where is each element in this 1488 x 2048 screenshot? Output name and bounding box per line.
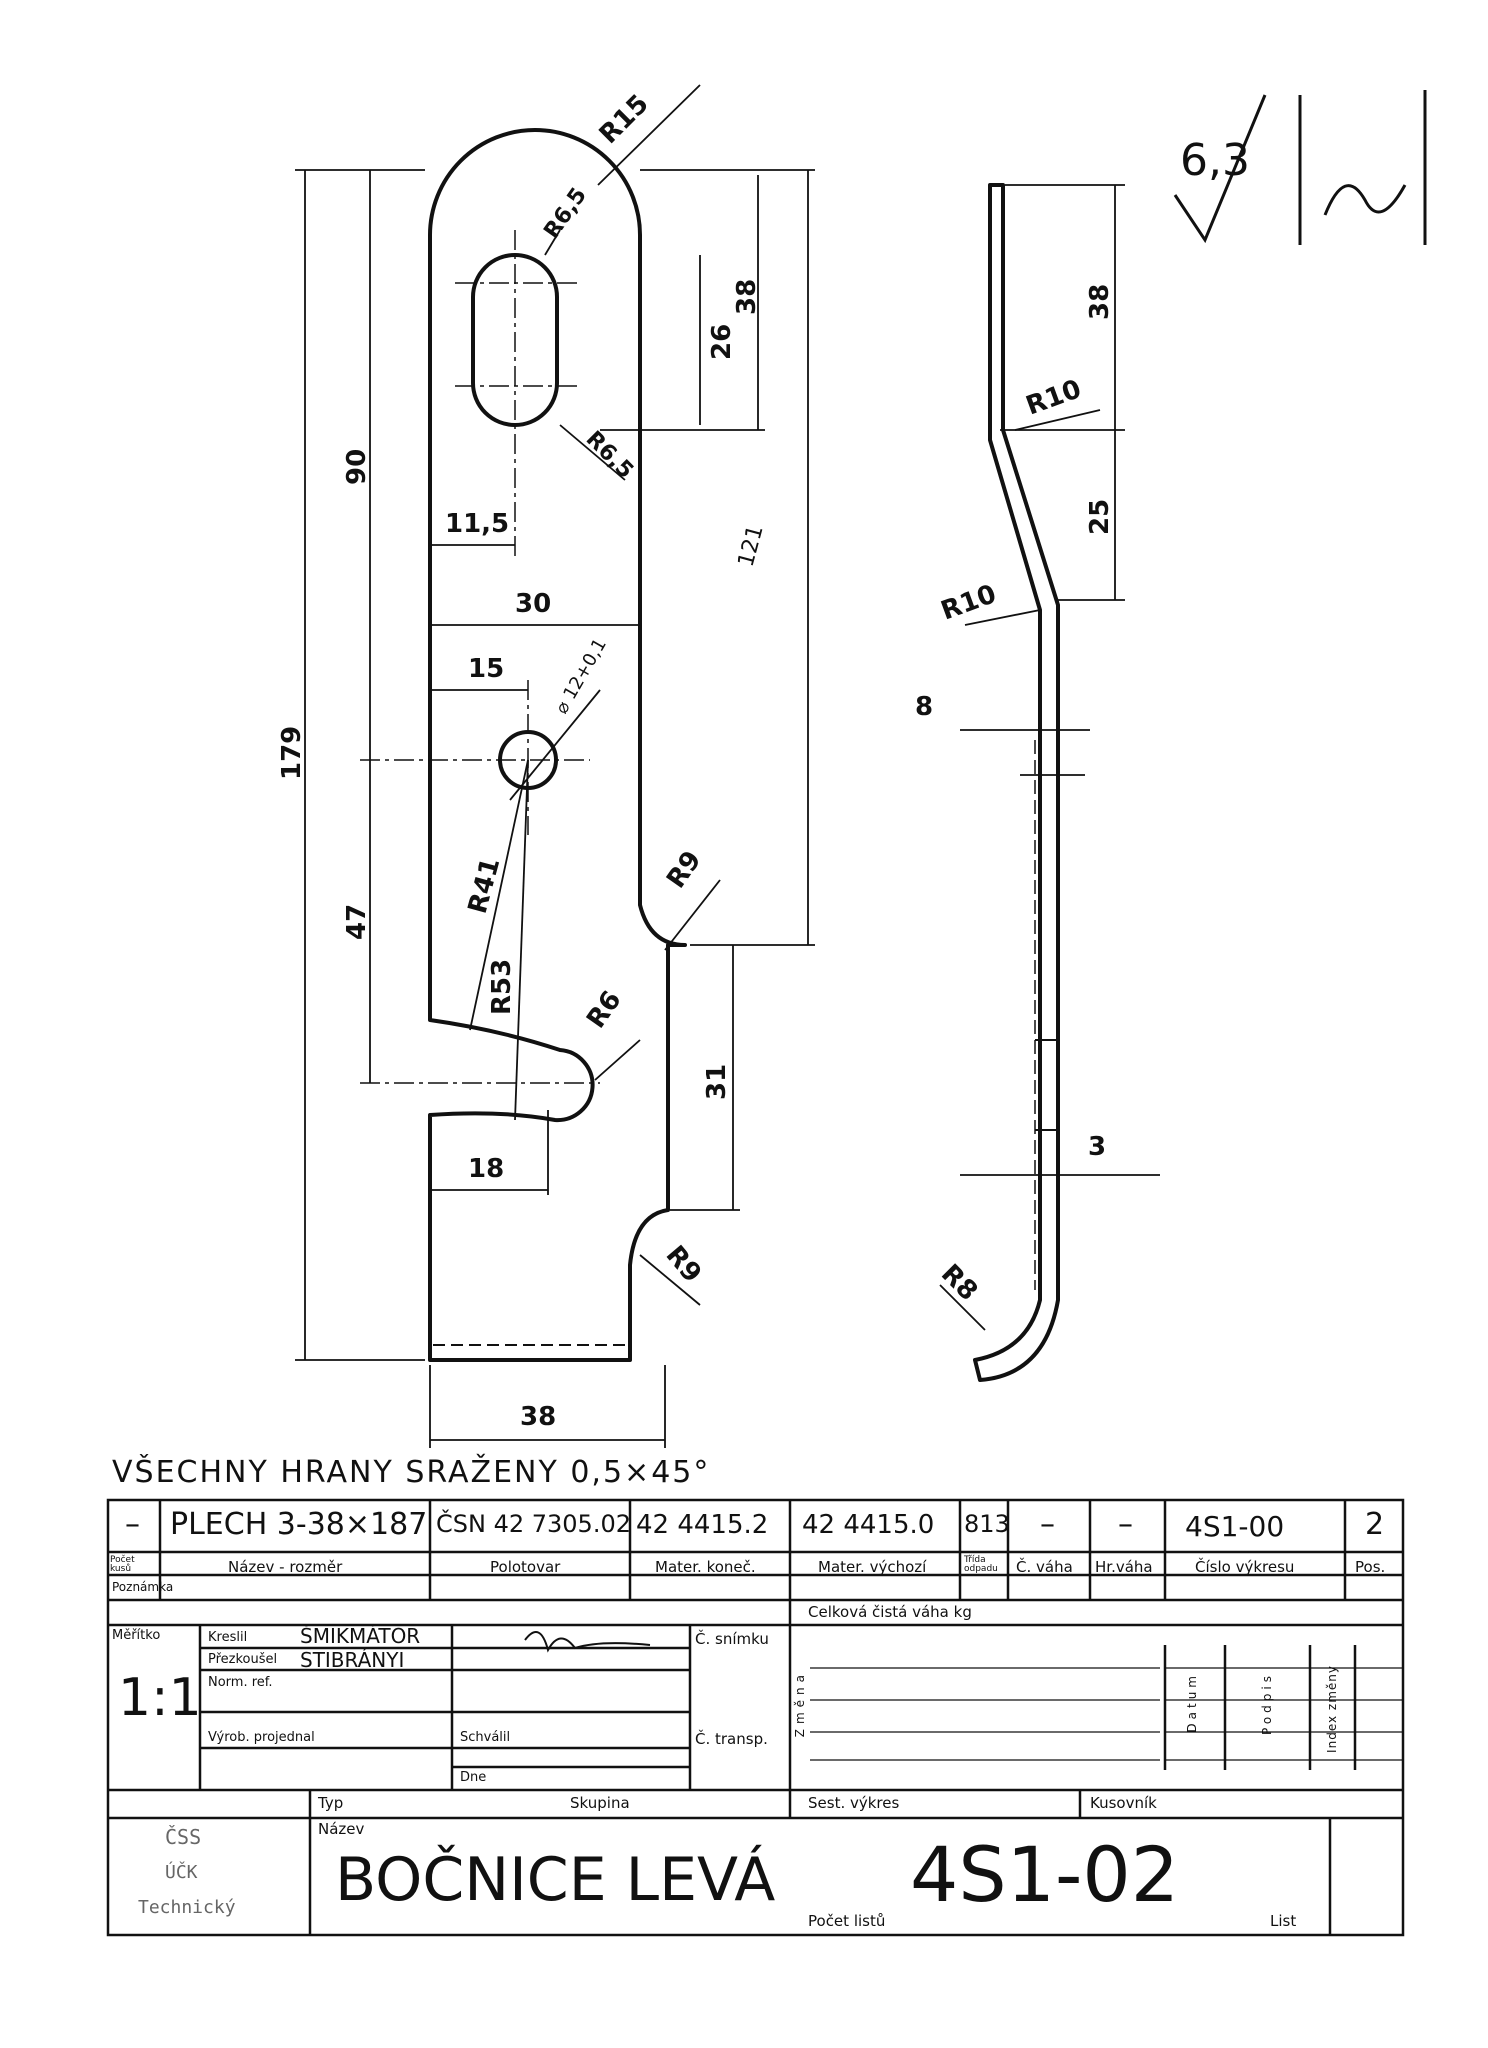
signature: [524, 1631, 651, 1653]
label-change: Změna: [793, 1670, 807, 1738]
name-size: PLECH 3-38×187: [170, 1507, 428, 1542]
dim-31: 31: [702, 1064, 732, 1100]
label-class: Třída odpadu: [964, 1555, 998, 1574]
drawing-number: 4S1-00: [1185, 1510, 1285, 1543]
dim-r6: R6: [581, 986, 627, 1034]
label-group: Skupina: [570, 1794, 630, 1812]
company-line-3: Technický: [138, 1897, 236, 1918]
c-weight: –: [1040, 1507, 1055, 1542]
position: 2: [1365, 1507, 1385, 1542]
label-day: Dne: [460, 1770, 487, 1785]
drew-name: ŠMIKMÁTOR: [300, 1624, 421, 1648]
dim-121: 121: [734, 523, 769, 570]
dim-side-3: 3: [1088, 1132, 1106, 1162]
class-value: 813: [964, 1510, 1010, 1538]
label-index: Index změny: [1325, 1665, 1339, 1753]
label-checked: Přezkoušel: [208, 1652, 278, 1667]
label-drawing-no: Číslo výkresu: [1195, 1558, 1295, 1576]
dim-r53: R53: [487, 959, 517, 1015]
label-semi-product: Polotovar: [490, 1558, 561, 1576]
dim-side-38: 38: [1085, 284, 1115, 320]
label-name-size: Název - rozměr: [228, 1558, 343, 1576]
label-production: Výrob. projednal: [208, 1730, 315, 1745]
label-hr-weight: Hr.váha: [1095, 1558, 1153, 1576]
part-name: BOČNICE LEVÁ: [335, 1845, 776, 1915]
label-snimku: Č. snímku: [695, 1630, 769, 1648]
dim-r15: R15: [594, 89, 655, 150]
label-mater-final: Mater. koneč.: [655, 1558, 756, 1576]
part-outline: [428, 128, 687, 1362]
dim-11-5: 11,5: [445, 509, 509, 539]
label-pieces: Počet kusů: [110, 1555, 135, 1574]
dim-90: 90: [342, 449, 372, 485]
dim-38-top: 38: [732, 279, 762, 315]
dim-r9-upper: R9: [661, 846, 707, 894]
dim-47: 47: [342, 904, 372, 940]
dim-side-25: 25: [1085, 499, 1115, 535]
company-line-2: ÚČK: [165, 1862, 198, 1883]
label-date: Datum: [1185, 1672, 1199, 1733]
dim-30: 30: [515, 589, 551, 619]
row1-dash: –: [125, 1507, 140, 1542]
label-name: Název: [318, 1820, 365, 1838]
label-approved: Schválil: [460, 1730, 511, 1745]
checked-name: STIBRÁNYI: [300, 1648, 405, 1672]
label-mater-initial: Mater. výchozí: [818, 1558, 927, 1576]
label-type: Typ: [318, 1794, 344, 1812]
dim-side-r8: R8: [935, 1259, 983, 1307]
label-drew: Kreslil: [208, 1630, 248, 1645]
dim-side-8: 8: [915, 692, 933, 722]
scale-value: 1:1: [118, 1668, 202, 1728]
dim-179: 179: [277, 726, 307, 780]
dim-r41: R41: [463, 855, 507, 917]
label-total-weight: Celková čistá váha kg: [808, 1603, 972, 1621]
label-assembly: Sest. výkres: [808, 1794, 900, 1812]
hr-weight: –: [1118, 1507, 1133, 1542]
label-sheet: List: [1270, 1912, 1297, 1930]
roughness-value: 6,3: [1180, 135, 1250, 186]
title-block-grid: [106, 1498, 1405, 1937]
label-c-weight: Č. váha: [1016, 1558, 1073, 1576]
dim-15: 15: [468, 654, 504, 684]
label-pos: Pos.: [1355, 1558, 1386, 1576]
dim-r9-lower: R9: [660, 1240, 707, 1288]
dim-18: 18: [468, 1154, 504, 1184]
label-transp: Č. transp.: [695, 1730, 768, 1748]
side-view-outline: [973, 183, 1060, 1382]
dim-38-bottom: 38: [520, 1402, 556, 1432]
label-partlist: Kusovník: [1090, 1794, 1157, 1812]
semi-product: ČSN 42 7305.02: [436, 1510, 631, 1538]
dim-r65-top: R6,5: [539, 183, 592, 243]
mater-final: 42 4415.2: [636, 1510, 769, 1540]
label-sign: Podpis: [1260, 1672, 1274, 1735]
dim-26: 26: [707, 324, 737, 360]
company-line-1: ČSS: [165, 1825, 202, 1849]
edge-note: VŠECHNY HRANY SRAŽENY 0,5×45°: [112, 1455, 711, 1490]
label-scale: Měřítko: [112, 1628, 161, 1643]
label-norm: Norm. ref.: [208, 1675, 273, 1690]
label-note: Poznámka: [112, 1580, 174, 1594]
part-number: 4S1-02: [910, 1830, 1180, 1919]
dim-hole: ⌀ 12+0,1: [551, 635, 611, 718]
roughness-symbol: [1173, 90, 1427, 245]
dim-r65-bottom: R6,5: [581, 427, 638, 484]
dim-side-r10-upper: R10: [1022, 374, 1085, 421]
mater-initial: 42 4415.0: [802, 1510, 935, 1540]
label-sheets: Počet listů: [808, 1912, 886, 1930]
